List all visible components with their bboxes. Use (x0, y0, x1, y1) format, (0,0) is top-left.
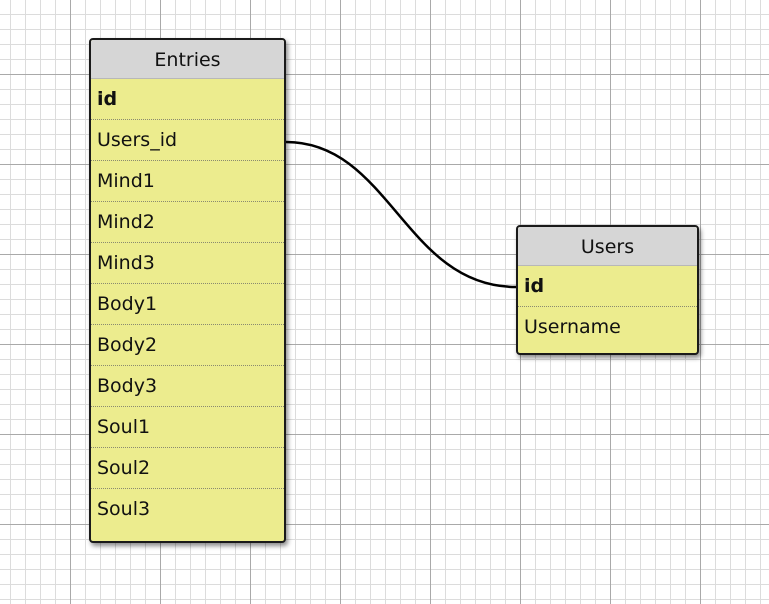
entries-field-mind1[interactable]: Mind1 (91, 161, 284, 202)
entries-field-body3[interactable]: Body3 (91, 366, 284, 407)
entries-table-header[interactable]: Entries (91, 40, 284, 79)
entries-field-mind3[interactable]: Mind3 (91, 243, 284, 284)
entries-field-mind2[interactable]: Mind2 (91, 202, 284, 243)
entries-field-soul2[interactable]: Soul2 (91, 448, 284, 489)
entries-field-soul3[interactable]: Soul3 (97, 498, 151, 520)
users-table-header[interactable]: Users (518, 227, 697, 266)
entries-table[interactable]: Entries id Users_id Mind1 Mind2 Mind3 Bo… (89, 38, 286, 543)
entries-field-body1[interactable]: Body1 (91, 284, 284, 325)
relation-line-entries-users (285, 140, 517, 289)
entries-field-users-id[interactable]: Users_id (91, 120, 284, 161)
entries-field-body2[interactable]: Body2 (91, 325, 284, 366)
users-field-id[interactable]: id (518, 266, 697, 307)
users-field-username[interactable]: Username (524, 316, 621, 338)
users-table[interactable]: Users id Username (516, 225, 699, 355)
entries-field-id[interactable]: id (91, 79, 284, 120)
entries-field-soul1[interactable]: Soul1 (91, 407, 284, 448)
